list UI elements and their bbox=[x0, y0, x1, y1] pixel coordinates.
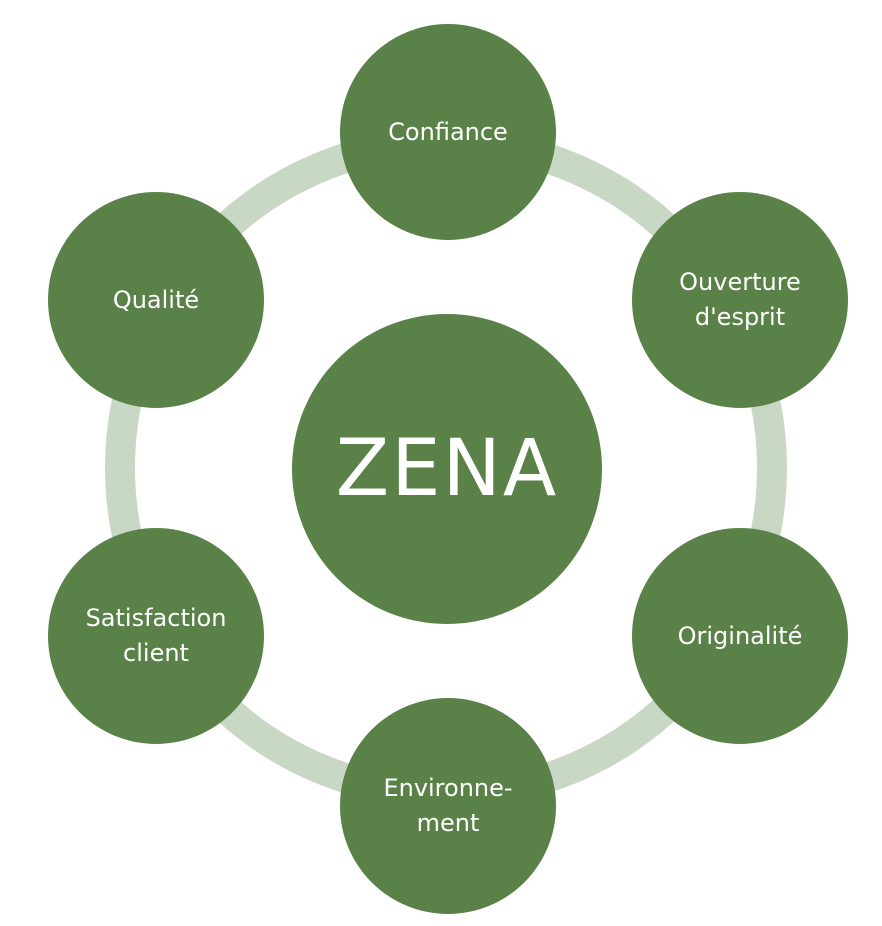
center-node-zena: ZENA bbox=[292, 314, 602, 624]
center-label: ZENA bbox=[335, 424, 559, 514]
node-confiance: Confiance bbox=[340, 24, 556, 240]
node-label-originalite: Originalité bbox=[677, 621, 803, 650]
node-label-confiance: Confiance bbox=[388, 117, 508, 146]
node-satisfaction-client: Satisfaction client bbox=[48, 528, 264, 744]
node-ouverture-d-esprit: Ouverture d'esprit bbox=[632, 192, 848, 408]
node-qualite: Qualité bbox=[48, 192, 264, 408]
node-label-satisfaction-client: Satisfaction client bbox=[85, 604, 227, 667]
node-label-qualite: Qualité bbox=[112, 285, 200, 314]
node-label-environnement: Environne- ment bbox=[383, 774, 513, 837]
node-label-ouverture-d-esprit: Ouverture d'esprit bbox=[679, 268, 801, 331]
node-originalite: Originalité bbox=[632, 528, 848, 744]
node-environnement: Environne- ment bbox=[340, 698, 556, 914]
